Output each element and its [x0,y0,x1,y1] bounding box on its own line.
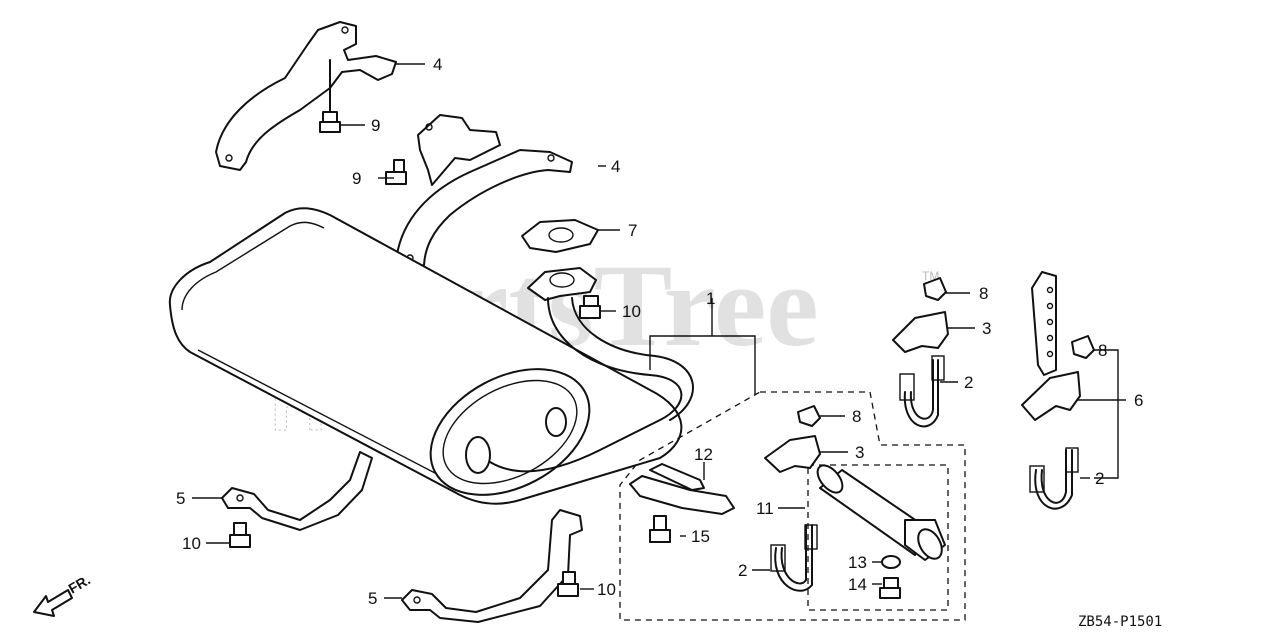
callout-6: 6 [1134,391,1143,410]
clamp-3-lower [764,435,821,473]
leader-lines [192,63,1126,599]
kit-boundary [619,391,966,621]
front-direction-arrow-icon [33,589,73,617]
bolt-9-b [385,159,407,185]
bolt-15 [649,515,671,543]
bolt-10-bottom [557,571,579,597]
callout-10-bottom: 10 [597,580,616,599]
silencer-pipe [816,464,946,561]
callout-1: 1 [706,289,715,308]
u-bolt-2-upper [899,355,945,428]
u-bolt-2-lower [770,524,818,592]
bracket-12 [629,463,735,515]
callout-13: 13 [848,553,867,572]
nut-14 [879,577,901,599]
u-bolt-2-right [1029,447,1079,510]
callout-9-a: 9 [371,116,380,135]
callout-4-top: 4 [433,55,442,74]
lower-bracket-left [221,451,373,531]
callout-2-top: 2 [964,373,973,392]
nut-8-top [923,277,947,301]
bolt-10-top [579,295,601,319]
gasket-7 [521,219,599,253]
callout-14: 14 [848,575,867,594]
lower-bracket-bottom [401,509,583,623]
nut-8-right [1071,335,1095,359]
nut-8-middle [797,405,821,427]
callout-5-bottom: 5 [368,589,377,608]
callout-12: 12 [694,445,713,464]
callout-4-second: 4 [611,157,620,176]
exhaust-pipe [465,267,694,474]
diagram-code: ZB54-P1501 [1078,614,1162,630]
hanger-6 [1021,271,1081,421]
callout-3-top: 3 [982,319,991,338]
callout-2-lower: 2 [738,561,747,580]
callout-10-left: 10 [182,534,201,553]
callout-3-middle: 3 [855,443,864,462]
callout-10-top: 10 [622,302,641,321]
clamp-3-upper [892,311,949,353]
callout-5-left: 5 [176,489,185,508]
bolt-9-a [319,59,341,133]
callout-8-right: 8 [1098,341,1107,360]
callout-8-middle: 8 [852,407,861,426]
callout-8-top: 8 [979,284,988,303]
callout-9-b: 9 [352,169,361,188]
callout-15: 15 [691,527,710,546]
nut-13 [881,555,901,569]
upper-bracket-top [215,21,397,171]
callout-11: 11 [756,499,774,518]
bolt-10-left [229,522,251,548]
callout-7: 7 [628,221,637,240]
upper-bracket-second [395,114,573,271]
callout-2-right: 2 [1095,469,1104,488]
